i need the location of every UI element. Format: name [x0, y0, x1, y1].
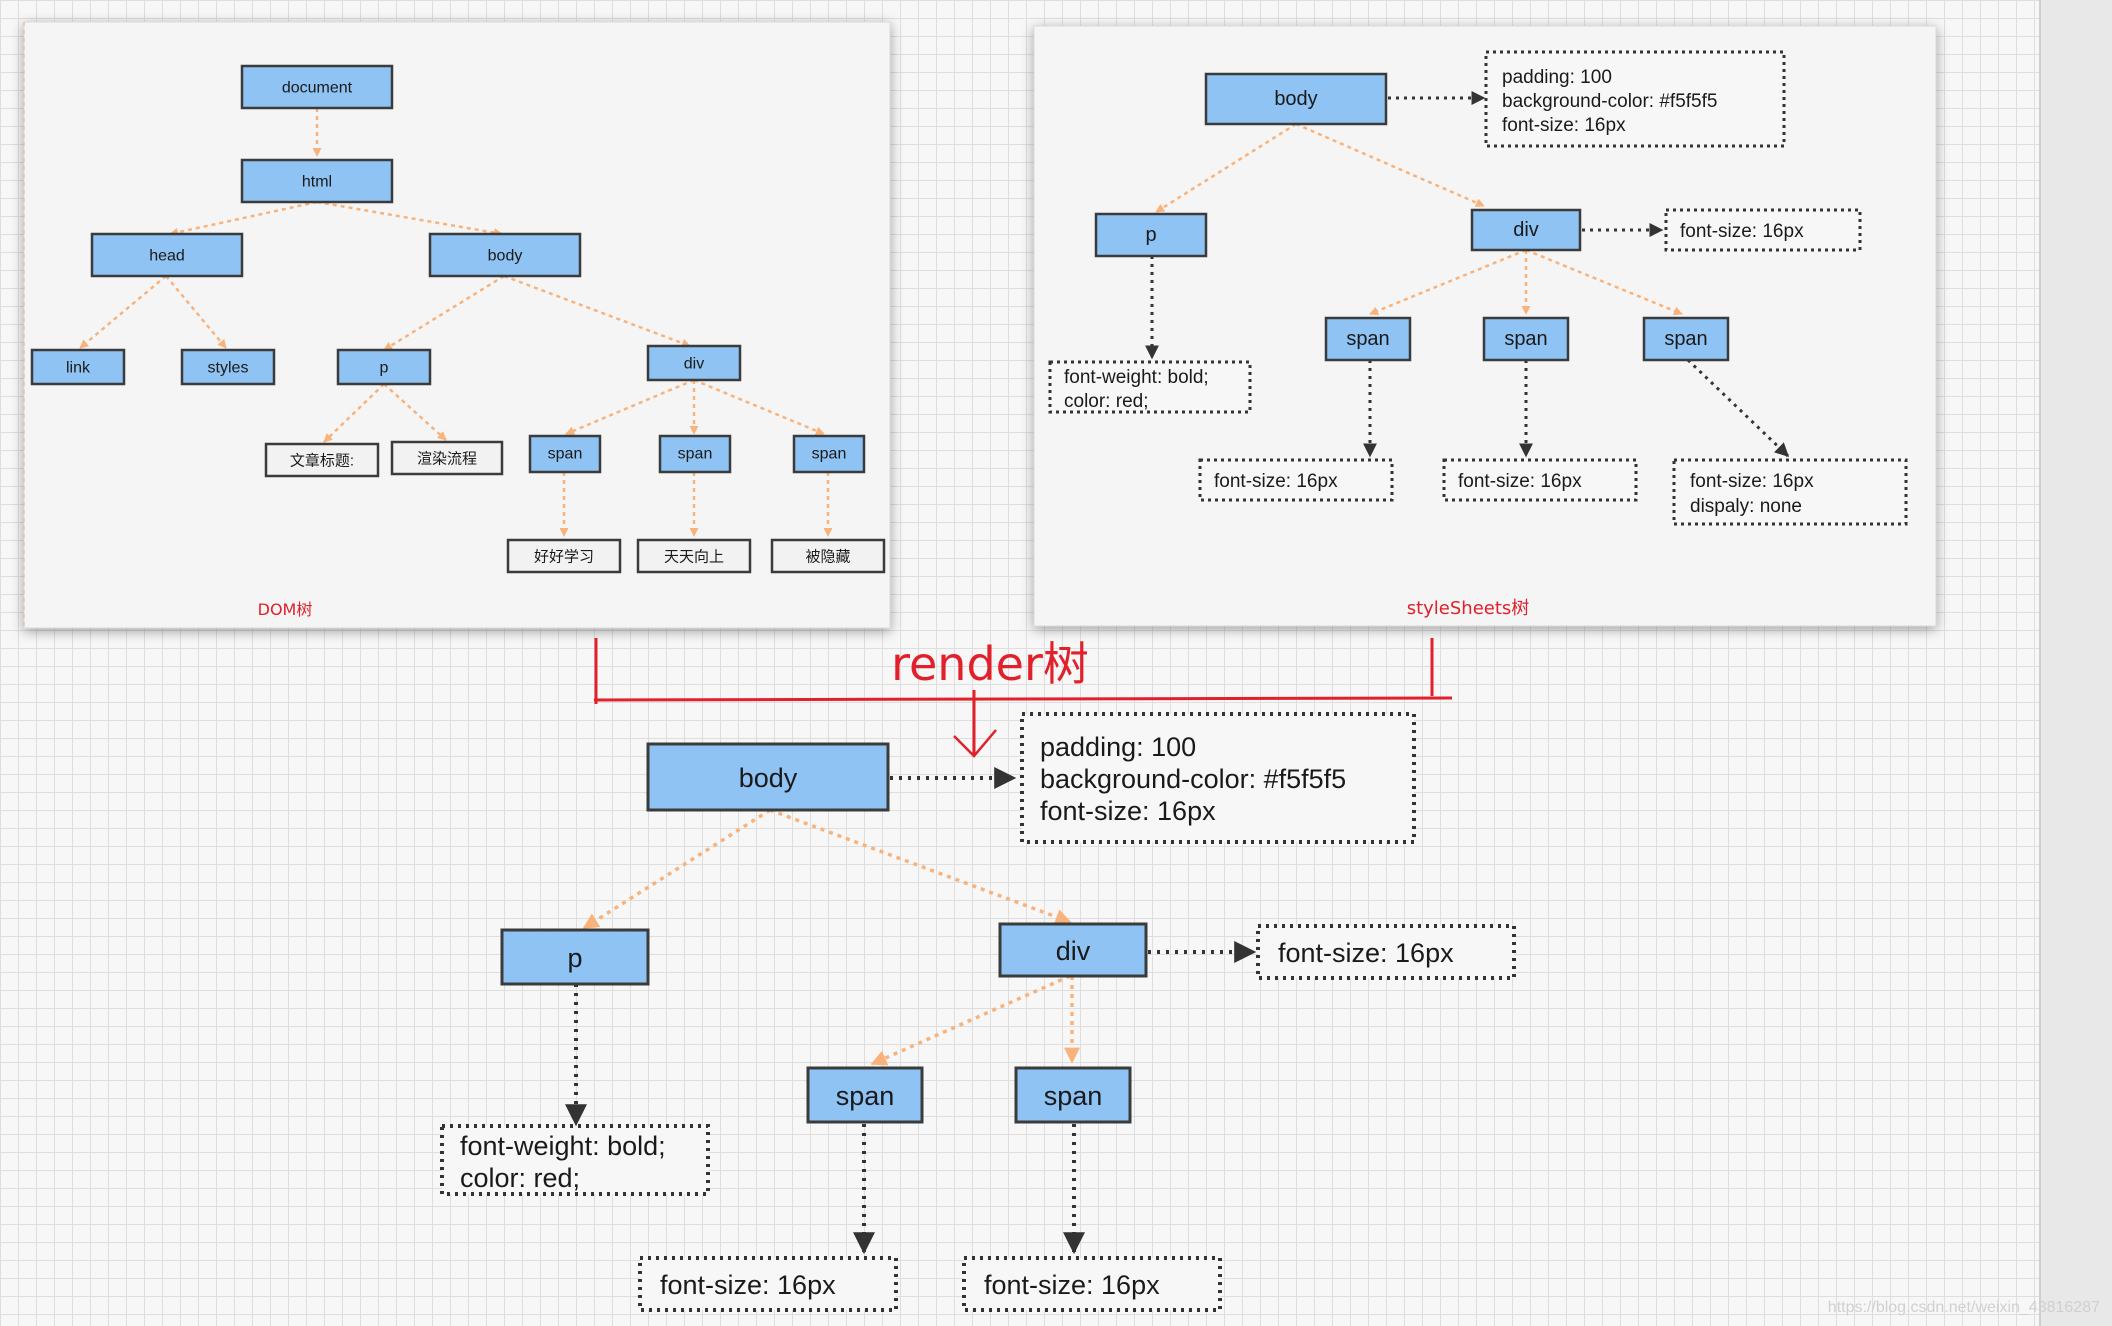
dom-label-div: div [684, 356, 704, 373]
style-node-span-1 [1324, 316, 1412, 362]
dom-label-span-2: span [678, 446, 713, 463]
style-p-line-1: font-weight: bold; [1064, 367, 1209, 388]
dom-label-body: body [488, 248, 523, 265]
dom-text-node-title [264, 442, 380, 478]
render-node-body [646, 742, 890, 812]
render-tree: body p div span span padding: 100 backgr… [440, 712, 1516, 1312]
style-span2-line-1: font-size: 16px [1458, 471, 1582, 492]
dom-node-p [336, 348, 432, 386]
render-node-div [998, 922, 1148, 978]
render-div-line-1: font-size: 16px [1278, 938, 1454, 968]
watermark: https://blog.csdn.net/weixin_43816287 [1828, 1299, 2100, 1316]
render-span1-line-1: font-size: 16px [660, 1270, 836, 1300]
dom-node-html [240, 158, 394, 204]
dom-text-node-up [636, 538, 752, 574]
dom-label-link: link [66, 360, 91, 377]
dom-node-link [30, 348, 126, 386]
render-node-span-2 [1014, 1066, 1132, 1124]
render-body-line-2: background-color: #f5f5f5 [1040, 764, 1346, 794]
dom-label-styles: styles [208, 360, 249, 377]
dom-tree-panel: document html head body link styles p di… [23, 21, 891, 629]
dom-node-body [428, 232, 582, 278]
render-style-box-span-2 [962, 1256, 1222, 1312]
style-label-body: body [1274, 88, 1317, 110]
render-node-span-1 [806, 1066, 924, 1124]
style-label-p: p [1145, 224, 1156, 246]
dom-text-node-render [390, 440, 504, 476]
style-span3-line-2: dispaly: none [1690, 496, 1802, 517]
render-tree-title: render树 [891, 637, 1089, 691]
style-body-line-3: font-size: 16px [1502, 115, 1626, 136]
dom-label-text-study: 好好学习 [534, 549, 594, 566]
style-box-span-2 [1442, 458, 1638, 502]
style-label-div: div [1513, 219, 1539, 241]
render-p-line-1: font-weight: bold; [460, 1131, 666, 1161]
style-label-span-3: span [1664, 328, 1707, 350]
dom-node-head [90, 232, 244, 278]
dom-label-document: document [282, 80, 353, 97]
style-box-span-1 [1198, 458, 1394, 502]
style-span1-line-1: font-size: 16px [1214, 471, 1338, 492]
merge-bracket [593, 638, 1453, 758]
render-node-p [500, 928, 650, 986]
render-body-line-1: padding: 100 [1040, 732, 1196, 762]
dom-text-node-study [506, 538, 622, 574]
style-div-line-1: font-size: 16px [1680, 221, 1804, 242]
render-p-line-2: color: red; [460, 1163, 580, 1193]
dom-text-node-hidden [770, 538, 886, 574]
dom-label-span-1: span [548, 446, 583, 463]
dom-node-div [646, 344, 742, 382]
render-span2-line-1: font-size: 16px [984, 1270, 1160, 1300]
style-node-div [1470, 208, 1582, 252]
style-node-body [1204, 72, 1388, 126]
style-node-span-3 [1642, 316, 1730, 362]
render-body-line-3: font-size: 16px [1040, 796, 1216, 826]
style-box-body [1484, 50, 1786, 148]
render-label-p: p [567, 943, 582, 973]
style-span3-line-1: font-size: 16px [1690, 471, 1814, 492]
dom-node-span-1 [528, 434, 602, 474]
dom-label-text-title: 文章标题: [290, 452, 354, 470]
render-label-span-2: span [1044, 1081, 1103, 1111]
dom-tree-edges [79, 108, 833, 537]
dom-label-text-up: 天天向上 [664, 549, 724, 566]
style-label-span-1: span [1346, 328, 1389, 350]
render-label-span-1: span [836, 1081, 895, 1111]
style-body-line-1: padding: 100 [1502, 67, 1612, 88]
dom-label-span-3: span [812, 446, 847, 463]
style-body-line-2: background-color: #f5f5f5 [1502, 91, 1717, 112]
dom-label-head: head [149, 248, 185, 265]
style-box-span-3 [1672, 458, 1908, 526]
render-style-box-body [1020, 712, 1416, 844]
render-style-box-span-1 [638, 1256, 898, 1312]
style-box-p [1048, 360, 1252, 414]
dom-label-text-render: 渲染流程 [417, 451, 477, 468]
render-style-box-p [440, 1124, 710, 1196]
dom-tree-title: DOM树 [258, 600, 313, 619]
stylesheets-tree-title: styleSheets树 [1407, 598, 1530, 619]
render-style-box-div [1256, 924, 1516, 980]
style-node-span-2 [1482, 316, 1570, 362]
dom-label-text-hidden: 被隐藏 [805, 549, 850, 566]
style-node-p [1094, 212, 1208, 258]
dom-label-html: html [302, 174, 332, 191]
style-box-div [1664, 208, 1862, 252]
dom-node-styles [180, 348, 276, 386]
dom-label-p: p [380, 360, 389, 377]
dom-node-document [240, 64, 394, 110]
render-label-div: div [1056, 936, 1091, 966]
render-label-body: body [739, 763, 798, 793]
stylesheets-tree-panel: body p div span span span padding: 100 b… [1033, 25, 1937, 627]
style-p-line-2: color: red; [1064, 391, 1148, 412]
dom-node-span-2 [658, 434, 732, 474]
dom-node-span-3 [792, 434, 866, 474]
style-label-span-2: span [1504, 328, 1547, 350]
